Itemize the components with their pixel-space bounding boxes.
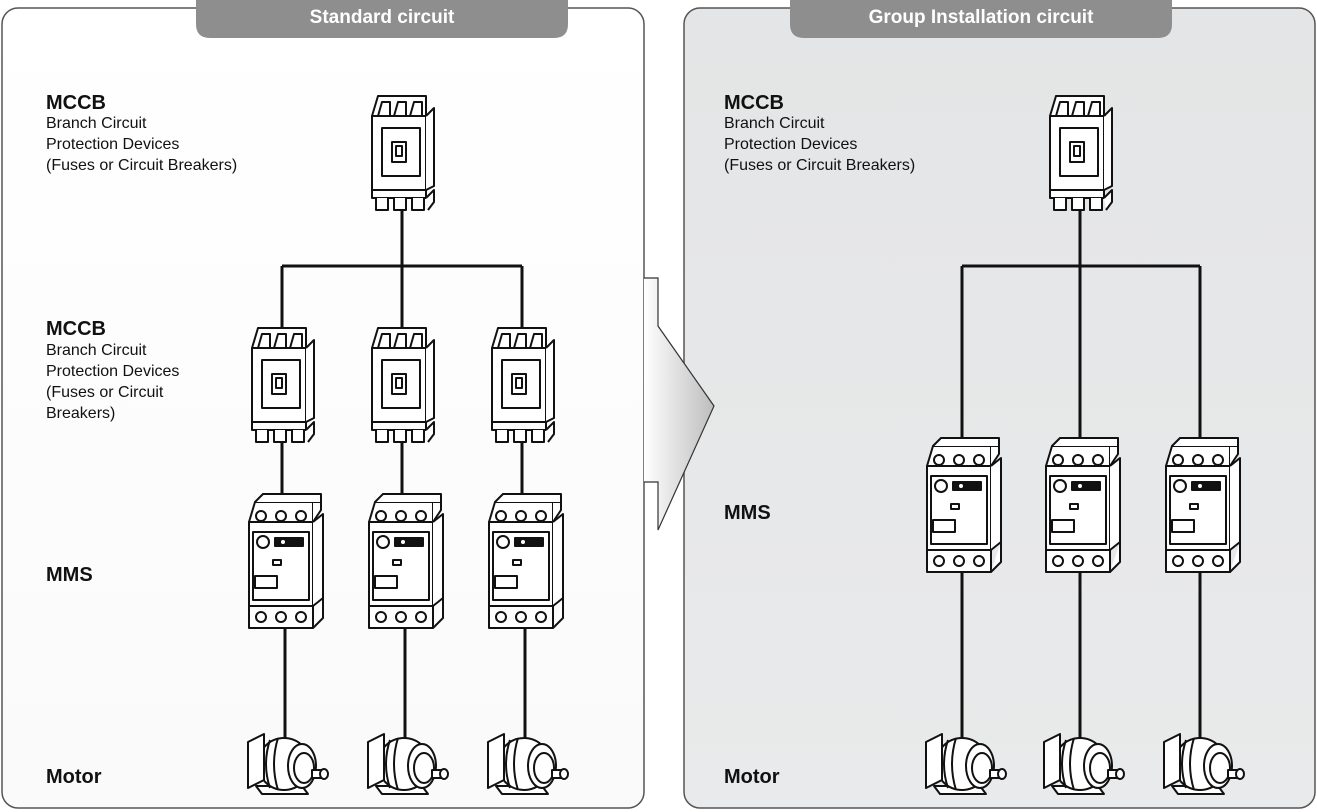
left-mccb-top-label: MCCB: [46, 92, 106, 114]
right-panel-title: Group Installation circuit: [868, 7, 1094, 28]
mccb-breaker-icon: [371, 95, 435, 211]
desc-line: (Fuses or Circuit Breakers): [724, 157, 916, 174]
desc-line: Protection Devices: [46, 136, 180, 153]
transition-arrow-icon: [644, 277, 715, 531]
desc-line: Branch Circuit: [724, 115, 825, 132]
right-mccb-top-description: Branch Circuit Protection Devices (Fuses…: [724, 113, 915, 176]
motor-starter-icon: [368, 493, 444, 629]
desc-line: Protection Devices: [724, 136, 858, 153]
left-mccb-branch-description: Branch Circuit Protection Devices (Fuses…: [46, 340, 179, 424]
mccb-breaker-icon: [371, 327, 435, 443]
right-wiring: [960, 206, 1202, 740]
desc-line: Branch Circuit: [46, 342, 147, 359]
mccb-breaker-icon: [1049, 95, 1113, 211]
right-motor-label: Motor: [724, 766, 780, 788]
motor-starter-icon: [248, 493, 324, 629]
right-panel: [683, 0, 1316, 809]
left-motor-label: Motor: [46, 766, 102, 788]
motor-starter-icon: [488, 493, 564, 629]
right-mms-label: MMS: [724, 502, 771, 524]
motor-starter-icon: [926, 437, 1002, 573]
left-mms-label: MMS: [46, 564, 93, 586]
desc-line: Branch Circuit: [46, 115, 147, 132]
left-mccb-top-description: Branch Circuit Protection Devices (Fuses…: [46, 113, 237, 176]
mccb-breaker-icon: [491, 327, 555, 443]
left-wiring: [280, 206, 527, 740]
desc-line: Protection Devices: [46, 363, 180, 380]
left-panel-title: Standard circuit: [309, 7, 455, 28]
mccb-breaker-icon: [251, 327, 315, 443]
left-mccb-branch-label: MCCB: [46, 318, 106, 340]
desc-line: (Fuses or Circuit: [46, 384, 164, 401]
right-title-tab: [790, 0, 1172, 38]
desc-line: (Fuses or Circuit Breakers): [46, 157, 238, 174]
left-title-tab: [196, 0, 568, 38]
left-panel: [1, 0, 645, 809]
desc-line: Breakers): [46, 405, 116, 422]
motor-starter-icon: [1165, 437, 1241, 573]
right-mccb-top-label: MCCB: [724, 92, 784, 114]
motor-starter-icon: [1045, 437, 1121, 573]
